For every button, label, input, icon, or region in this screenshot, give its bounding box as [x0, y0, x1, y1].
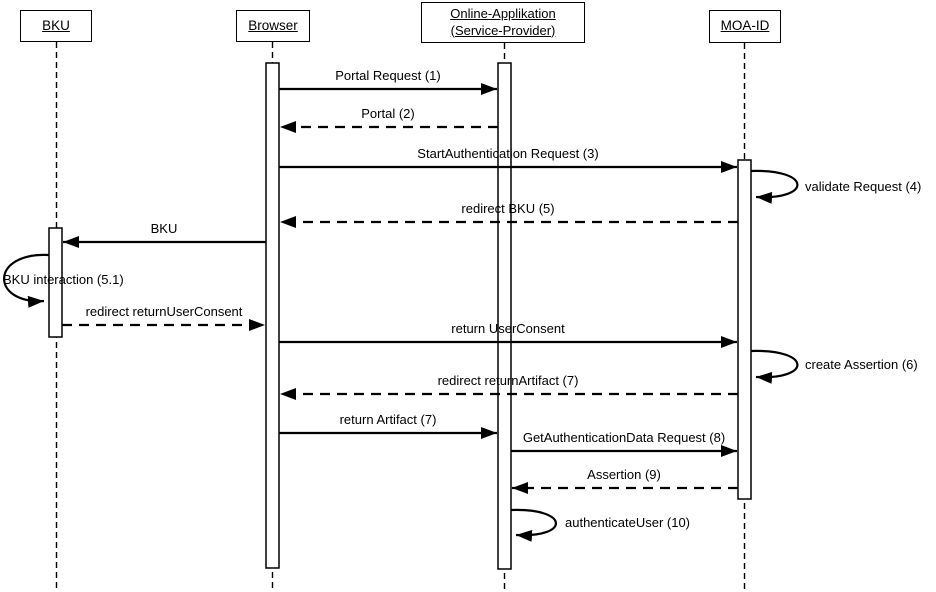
- actor-moa-id: MOA-ID: [709, 10, 781, 43]
- label-redirect-returnuserconsent: redirect returnUserConsent: [85, 304, 243, 319]
- label-startauthentication-request: StartAuthentication Request (3): [417, 146, 599, 161]
- actor-online-applikation: Online-Applikation (Service-Provider): [421, 2, 585, 43]
- activation-bar-moa-id: [737, 159, 752, 500]
- dashed-arrows: [62, 121, 738, 494]
- label-bku-interaction: BKU interaction (5.1): [3, 272, 124, 287]
- label-return-artifact: return Artifact (7): [339, 412, 437, 427]
- loop-bku-interaction: [3, 253, 50, 308]
- loop-authenticateuser: [510, 508, 557, 542]
- self-message-loops: [3, 169, 799, 542]
- activation-bar-bku: [48, 227, 63, 338]
- actor-bku: BKU: [20, 10, 92, 42]
- activation-bar-browser: [265, 62, 280, 569]
- label-getauthenticationdata-request: GetAuthenticationData Request (8): [522, 430, 726, 445]
- label-validate-request: validate Request (4): [805, 179, 922, 194]
- solid-arrows: [63, 83, 737, 457]
- label-redirect-returnartifact: redirect returnArtifact (7): [437, 373, 579, 388]
- label-bku-message: BKU: [150, 221, 178, 236]
- activation-bar-online-applikation: [497, 62, 512, 570]
- label-return-userconsent: return UserConsent: [451, 321, 565, 336]
- activation-bars: [48, 62, 752, 570]
- actor-browser: Browser: [236, 10, 310, 42]
- label-portal-request: Portal Request (1): [335, 68, 441, 83]
- label-redirect-bku: redirect BKU (5): [461, 201, 555, 216]
- label-create-assertion: create Assertion (6): [805, 357, 918, 372]
- label-portal-return: Portal (2): [361, 106, 415, 121]
- label-authenticateuser: authenticateUser (10): [565, 515, 691, 530]
- loop-create-assertion: [750, 349, 799, 384]
- loop-validate-request: [750, 169, 799, 204]
- label-assertion-return: Assertion (9): [587, 467, 661, 482]
